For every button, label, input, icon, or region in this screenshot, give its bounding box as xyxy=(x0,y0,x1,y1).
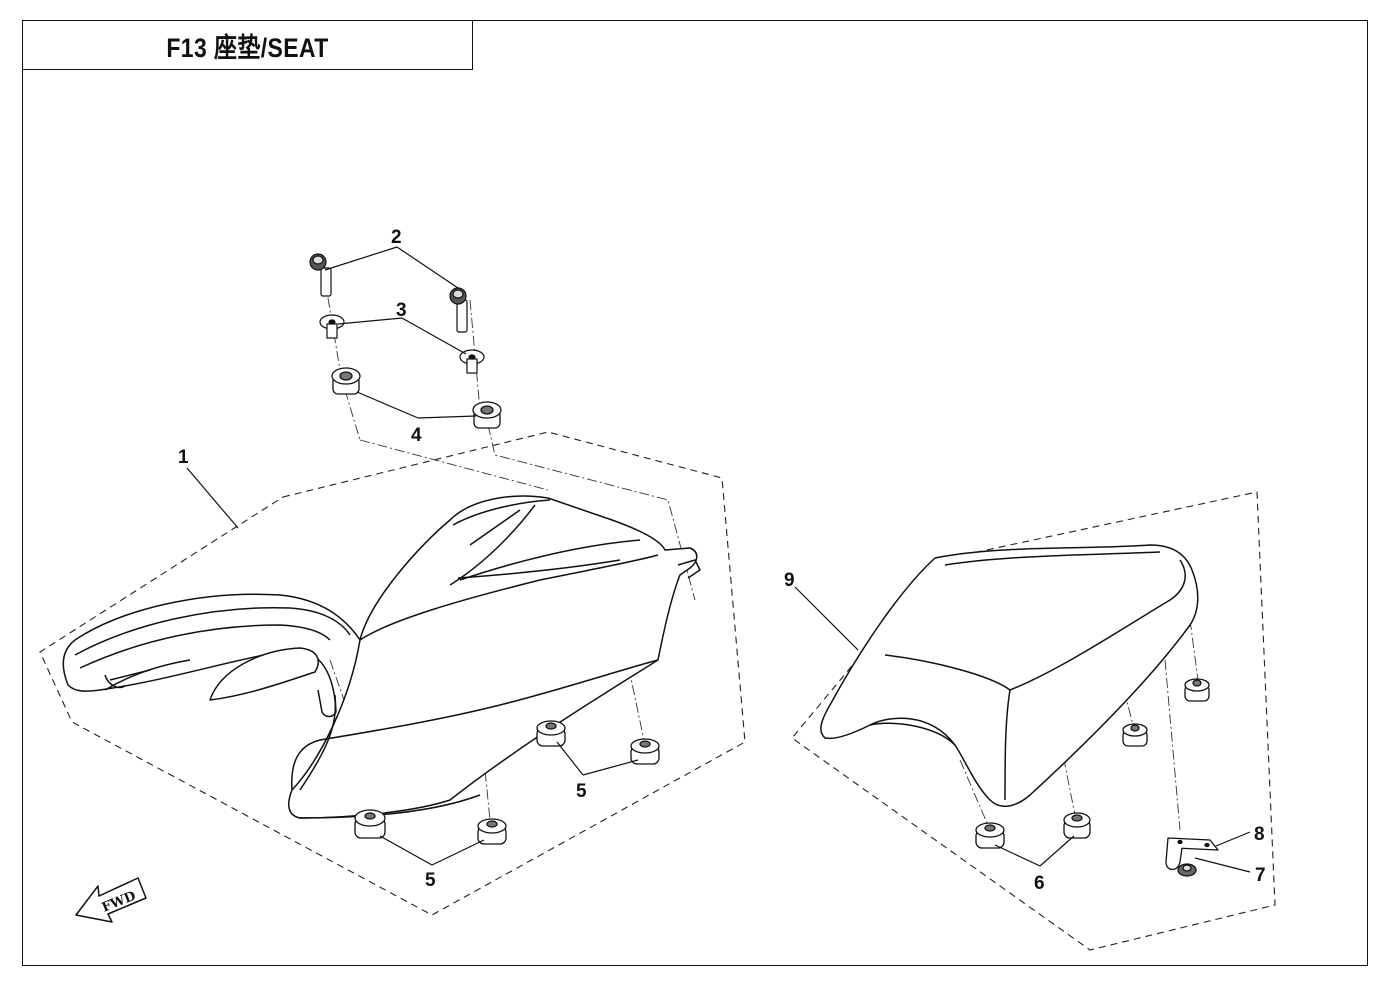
grommet-part-4-right xyxy=(472,401,502,429)
callout-3: 3 xyxy=(396,300,407,321)
damper-part-6-b xyxy=(1063,812,1091,839)
title-box: F13 座垫/SEAT xyxy=(22,20,473,70)
nut-part-7 xyxy=(1177,863,1197,877)
leader-lines xyxy=(186,246,1251,873)
forward-arrow-icon: FWD xyxy=(75,877,147,923)
diagram-frame xyxy=(22,20,1368,966)
callout-7: 7 xyxy=(1255,865,1266,886)
callout-5-lower: 5 xyxy=(425,870,436,891)
bracket-part-8 xyxy=(1165,837,1219,871)
damper-rear-seat-c xyxy=(1122,723,1148,747)
front-seat-group-outline xyxy=(39,431,746,916)
damper-rear-seat-d xyxy=(1184,678,1210,702)
rear-seat-part-9 xyxy=(820,544,1199,807)
front-seat-part-1 xyxy=(62,495,701,819)
callout-1: 1 xyxy=(178,447,189,468)
damper-part-5-c xyxy=(354,809,386,839)
bolt-part-2-left xyxy=(309,253,332,297)
callout-labels: 1 2 3 4 5 5 6 7 8 9 xyxy=(178,227,1266,894)
callout-9: 9 xyxy=(784,570,795,591)
bolt-part-2-right xyxy=(449,287,468,333)
damper-part-5-d xyxy=(477,818,507,845)
callout-2: 2 xyxy=(391,227,402,248)
callout-8: 8 xyxy=(1254,824,1265,845)
grommet-part-4-left xyxy=(331,367,361,395)
callout-6: 6 xyxy=(1034,873,1045,894)
collar-part-3-right xyxy=(459,349,485,374)
collar-part-3-left xyxy=(319,314,345,339)
damper-part-6-a xyxy=(975,822,1005,849)
rear-seat-group-outline xyxy=(791,491,1276,951)
damper-part-5-a xyxy=(536,720,566,747)
callout-5-upper: 5 xyxy=(576,781,587,802)
callout-4: 4 xyxy=(411,425,422,446)
damper-part-5-b xyxy=(630,738,660,765)
diagram-title: F13 座垫/SEAT xyxy=(166,32,329,63)
